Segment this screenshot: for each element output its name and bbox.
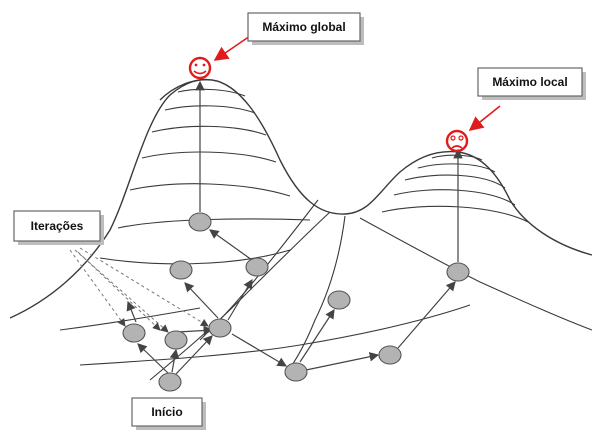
flank-line-1 xyxy=(149,211,331,381)
search-path-edges xyxy=(126,80,463,375)
node xyxy=(327,290,351,310)
global-max-callout: Máximo global xyxy=(247,12,364,45)
node xyxy=(208,318,232,338)
smiley-face-icon xyxy=(188,56,212,80)
local-max-label: Máximo local xyxy=(492,75,567,89)
iterations-label: Iterações xyxy=(31,219,84,233)
left-slope xyxy=(9,78,211,319)
start-callout: Início xyxy=(131,397,206,430)
node xyxy=(188,212,212,232)
iteration-pointers xyxy=(69,247,209,333)
node xyxy=(122,323,146,343)
local-max-callout: Máximo local xyxy=(477,67,586,100)
global-max-leader xyxy=(213,35,251,61)
local-peak-contours xyxy=(381,154,529,223)
node-start xyxy=(158,372,182,392)
valley-line xyxy=(284,215,346,376)
global-max-label: Máximo global xyxy=(262,20,345,34)
base-line-2 xyxy=(59,307,201,331)
search-nodes xyxy=(122,212,470,392)
node xyxy=(284,362,308,382)
node xyxy=(378,345,402,365)
local-max-leader xyxy=(468,105,501,131)
base-line xyxy=(79,304,471,366)
start-label: Início xyxy=(151,405,182,419)
node xyxy=(169,260,193,280)
node xyxy=(245,257,269,277)
iterations-callout: Iterações xyxy=(13,210,104,245)
right-slope xyxy=(359,217,593,331)
sad-face-icon xyxy=(445,129,469,153)
skyline-ridge xyxy=(159,78,593,256)
node xyxy=(446,262,470,282)
node xyxy=(164,330,188,350)
